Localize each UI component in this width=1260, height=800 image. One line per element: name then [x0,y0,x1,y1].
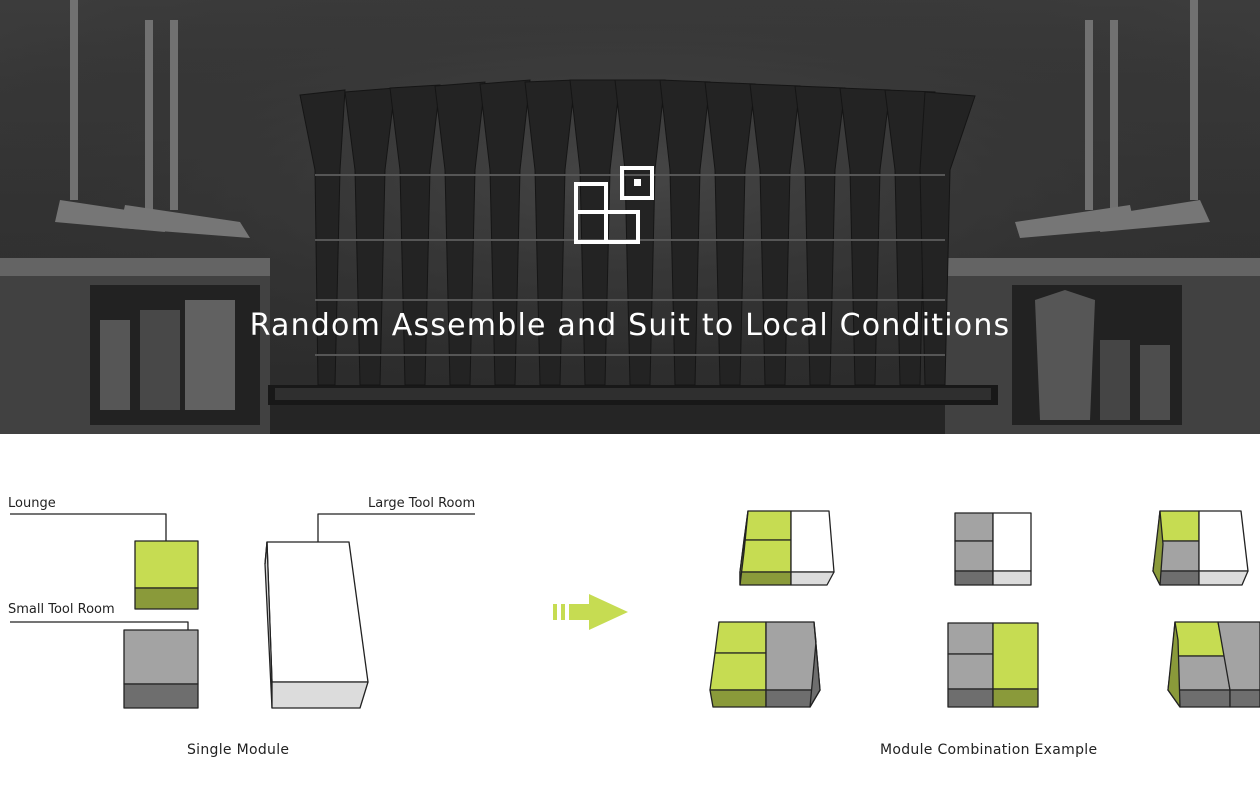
broom-bundles-photo [0,0,1260,434]
module-grid-icon [574,166,654,244]
single-module-caption: Single Module [187,742,290,758]
module-combination-caption: Module Combination Example [880,742,1098,758]
small-tool-room-label: Small Tool Room [8,602,115,617]
module-diagram: Lounge Small Tool Room Large Tool Room S… [0,434,1260,800]
small-tool-room-module [123,629,199,709]
large-tool-room-module [264,541,369,709]
right-arrow-icon [553,594,628,630]
combination-example-3 [1152,510,1249,586]
hero-banner: Random Assemble and Suit to Local Condit… [0,0,1260,434]
large-tool-room-label: Large Tool Room [368,496,476,511]
combination-example-1 [739,510,835,586]
combination-example-4 [709,621,821,708]
lounge-module [134,540,199,610]
combination-example-2 [954,512,1032,586]
hero-title: Random Assemble and Suit to Local Condit… [249,308,1011,343]
module-diagram-graphics [10,510,1260,709]
combination-example-5 [947,622,1039,708]
combination-example-6 [1167,621,1260,708]
lounge-label: Lounge [8,496,56,511]
